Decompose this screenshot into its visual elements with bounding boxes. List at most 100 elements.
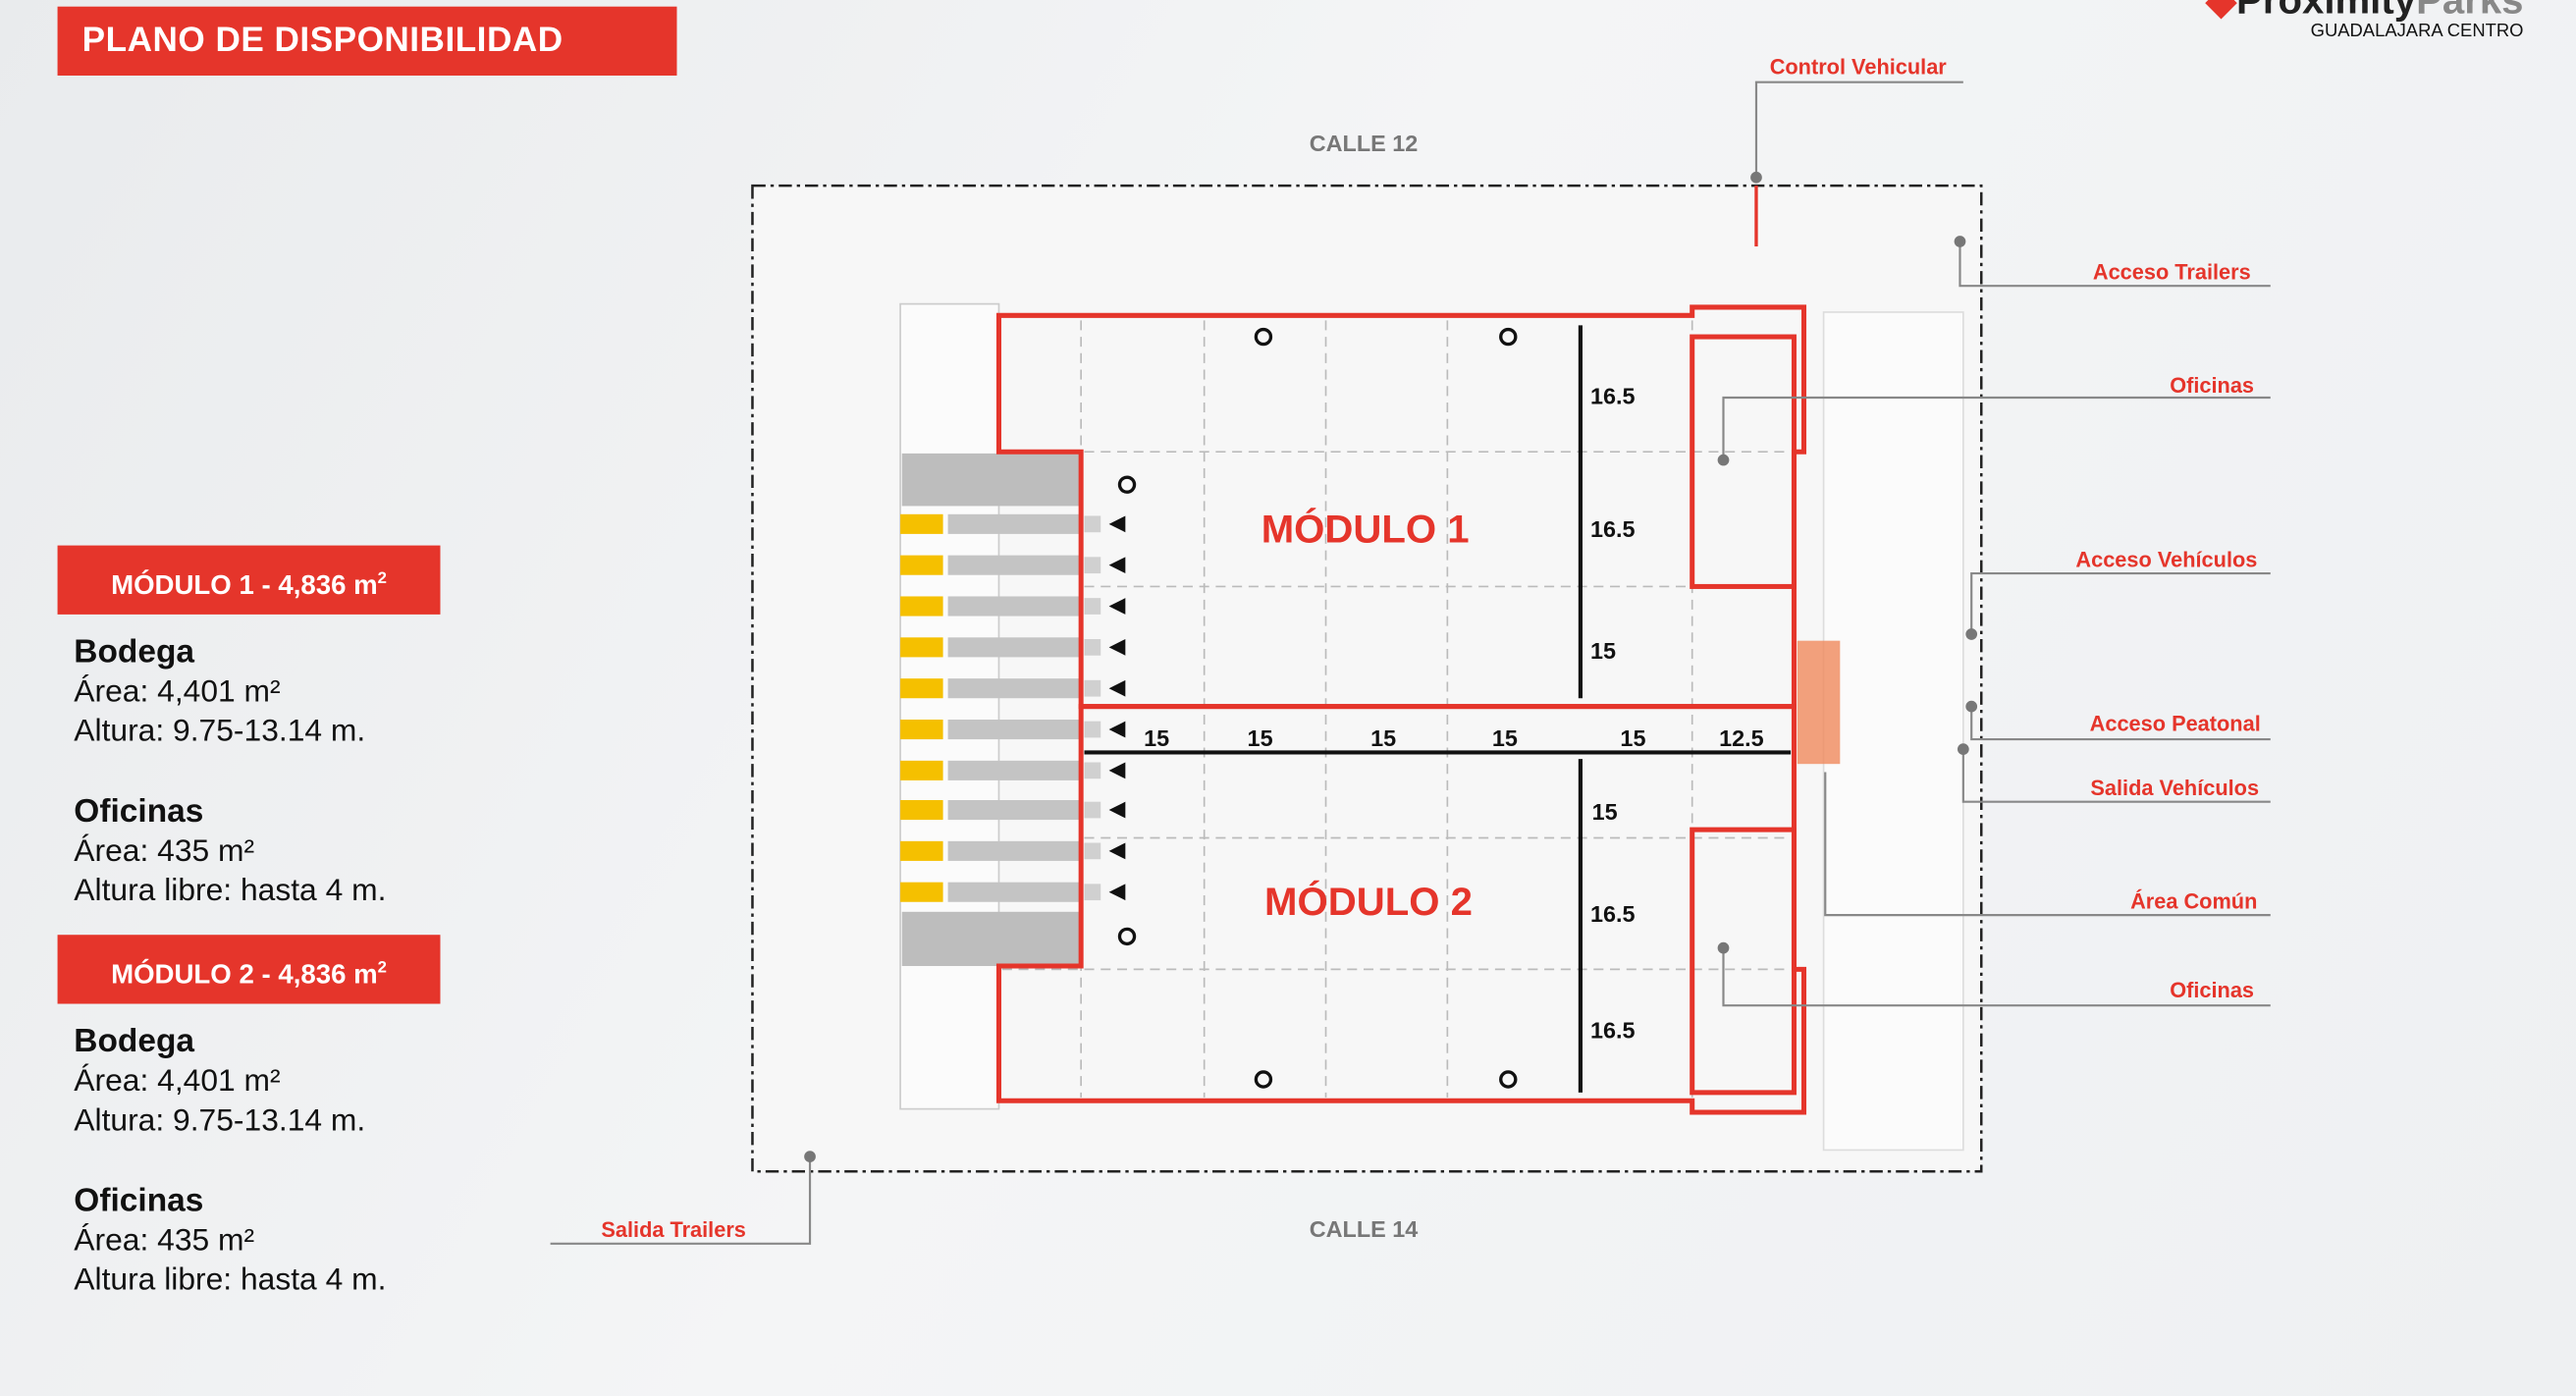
dock-arrow-icon xyxy=(1108,762,1126,779)
dock-leveler xyxy=(1084,679,1101,697)
logo-icon: ◆ xyxy=(2206,0,2237,24)
dock-trailer xyxy=(947,882,1080,902)
yard xyxy=(899,302,1000,1110)
dock-leveler xyxy=(1084,557,1101,574)
office-1-outline xyxy=(1690,334,1797,589)
loading-docks xyxy=(900,513,1126,902)
columns xyxy=(1117,327,1518,1089)
dock-truck xyxy=(900,799,943,821)
dock-trailer xyxy=(947,840,1080,861)
dock-trailer xyxy=(947,760,1080,780)
oficinas-area: Área: 435 m² xyxy=(74,1223,255,1259)
dock-leveler xyxy=(1084,762,1101,779)
dock-truck xyxy=(900,637,943,658)
callout-acceso-trailers: Acceso Trailers xyxy=(2093,259,2251,284)
dock-truck xyxy=(900,513,943,534)
common-area xyxy=(1797,640,1841,765)
logo-subtitle: GUADALAJARA CENTRO xyxy=(2310,21,2524,41)
dock-leveler xyxy=(1084,721,1101,738)
module-2-header: MÓDULO 2 - 4,836 m2 xyxy=(57,935,441,1004)
module-1-header-text: MÓDULO 1 - 4,836 m xyxy=(111,570,378,601)
dim-label: 15 xyxy=(1248,725,1273,751)
dock-trailer xyxy=(947,513,1080,534)
dock-block xyxy=(901,911,1080,967)
dim-label: 15 xyxy=(1144,725,1169,751)
dim-label: 16.5 xyxy=(1590,384,1636,409)
dock-truck xyxy=(900,882,943,902)
dock-leveler xyxy=(1084,638,1101,656)
oficinas-height: Altura libre: hasta 4 m. xyxy=(74,874,387,909)
dim-label: 16.5 xyxy=(1590,516,1636,542)
module-1-header: MÓDULO 1 - 4,836 m2 xyxy=(57,545,441,615)
dock-arrow-icon xyxy=(1108,598,1126,615)
dock-arrow-icon xyxy=(1108,679,1126,697)
logo-brand-b: Parks xyxy=(2416,0,2524,24)
bodega-title: Bodega xyxy=(74,1023,195,1060)
dock-arrow-icon xyxy=(1108,801,1126,819)
dock-truck xyxy=(900,555,943,575)
oficinas-title: Oficinas xyxy=(74,1182,204,1219)
dim-label: 16.5 xyxy=(1590,1018,1636,1044)
office-2-outline xyxy=(1690,827,1797,1096)
dim-label: 12.5 xyxy=(1719,725,1764,751)
module-1-info: Bodega Área: 4,401 m² Altura: 9.75-13.14… xyxy=(74,632,386,911)
dim-label: 15 xyxy=(1590,638,1616,664)
dock-leveler xyxy=(1084,884,1101,901)
logo: ◆ProximityParks GUADALAJARA CENTRO xyxy=(2206,0,2523,41)
dock-arrow-icon xyxy=(1108,842,1126,860)
module-2-info: Bodega Área: 4,401 m² Altura: 9.75-13.14… xyxy=(74,1022,386,1301)
dock-trailer xyxy=(947,555,1080,575)
street-south: CALLE 14 xyxy=(1310,1216,1419,1242)
sup: 2 xyxy=(377,569,387,589)
dim-label: 15 xyxy=(1370,725,1396,751)
callout-dots xyxy=(804,171,1978,1163)
dim-label: 15 xyxy=(1620,725,1645,751)
sup: 2 xyxy=(377,959,387,978)
dock-trailer xyxy=(947,637,1080,658)
street-north: CALLE 12 xyxy=(1310,131,1419,156)
dock-leveler xyxy=(1084,842,1101,860)
callout-acceso-vehiculos: Acceso Vehículos xyxy=(2075,547,2257,571)
oficinas-area: Área: 435 m² xyxy=(74,834,255,870)
bodega-area: Área: 4,401 m² xyxy=(74,674,281,710)
callout-labels: Control Vehicular Acceso Trailers Oficin… xyxy=(601,54,2260,1242)
dock-truck xyxy=(900,760,943,780)
logo-brand-a: Proximity xyxy=(2236,0,2417,24)
bodega-area: Área: 4,401 m² xyxy=(74,1064,281,1100)
dock-truck xyxy=(900,719,943,740)
dock-trailer xyxy=(947,799,1080,821)
dock-arrow-icon xyxy=(1108,638,1126,656)
dock-arrow-icon xyxy=(1108,515,1126,533)
dock-trailer xyxy=(947,678,1080,699)
dimensions: 16.5 16.5 15 15 15 15 15 15 12.5 15 16.5… xyxy=(1144,384,1764,1044)
module-1-label: MÓDULO 1 xyxy=(1261,506,1470,551)
bodega-title: Bodega xyxy=(74,633,195,671)
dock-leveler xyxy=(1084,598,1101,615)
dock-arrow-icon xyxy=(1108,884,1126,901)
module-2-header-text: MÓDULO 2 - 4,836 m xyxy=(111,960,378,991)
dock-block xyxy=(901,453,1080,507)
callout-area-comun: Área Común xyxy=(2130,888,2257,913)
bodega-height: Altura: 9.75-13.14 m. xyxy=(74,1103,366,1139)
dock-trailer xyxy=(947,596,1080,617)
callout-lines xyxy=(550,81,2271,1245)
dim-label: 15 xyxy=(1492,725,1518,751)
dimension-lines xyxy=(1084,325,1792,1093)
dock-arrow-icon xyxy=(1108,721,1126,738)
oficinas-height: Altura libre: hasta 4 m. xyxy=(74,1262,387,1299)
dim-label: 16.5 xyxy=(1590,901,1636,927)
parking xyxy=(1822,311,1964,1152)
callout-salida-trailers: Salida Trailers xyxy=(601,1217,746,1242)
callout-oficinas-2: Oficinas xyxy=(2170,978,2254,1002)
dock-truck xyxy=(900,840,943,861)
oficinas-title: Oficinas xyxy=(74,793,204,831)
dim-label: 15 xyxy=(1592,799,1618,825)
callout-acceso-peatonal: Acceso Peatonal xyxy=(2090,712,2261,736)
dock-trailer xyxy=(947,719,1080,740)
callout-oficinas-1: Oficinas xyxy=(2170,373,2254,398)
dock-truck xyxy=(900,596,943,617)
module-2-label: MÓDULO 2 xyxy=(1264,879,1473,924)
dock-truck xyxy=(900,678,943,699)
